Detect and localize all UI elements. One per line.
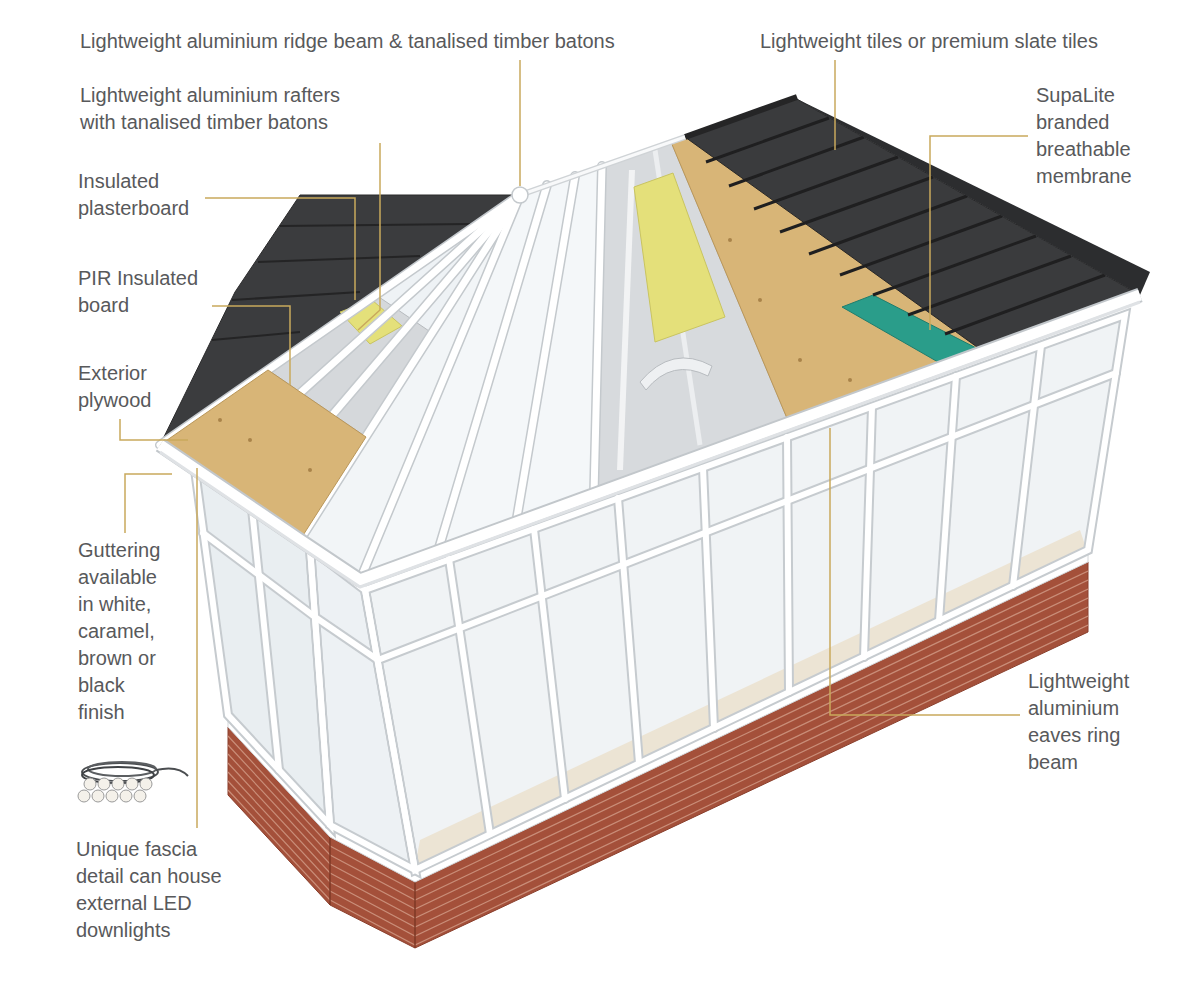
led-light [78,790,90,802]
leader-line [930,136,1028,330]
mullion [618,498,639,763]
plywood-grain [798,358,802,362]
callout-label: PIR Insulated board [78,265,228,319]
mullion [1013,346,1041,586]
mullion [449,559,490,834]
led-light [140,778,152,790]
led-downlight-icon [78,762,188,802]
leader-line [125,474,172,533]
led-light [92,790,104,802]
leader-line [212,306,290,385]
plywood-grain [308,468,312,472]
rafter-shadow [516,176,575,523]
gutter [160,302,1140,587]
mullion [449,559,490,834]
plywood-grain [248,438,252,442]
callout-label: Guttering available in white, caramel, b… [78,537,173,726]
mullion [787,437,789,692]
mullion [864,407,872,657]
leader-line [120,419,188,440]
ridge-cap [685,97,797,137]
callout-label: SupaLite branded breathable membrane [1036,82,1161,190]
mullion [703,468,714,728]
eaves-beam [160,295,1140,580]
callout-label: Unique fascia detail can house external … [76,836,236,944]
tile-course [873,236,1036,295]
tile-course [809,196,967,254]
mullion [864,407,872,657]
led-light [84,778,96,790]
rafter [516,176,575,523]
leader-line [205,198,355,300]
mullion [1013,346,1041,586]
leader-line [830,428,1020,715]
leader-line [358,143,380,330]
mullion [534,529,565,799]
mullion [252,509,279,770]
cable [156,768,188,776]
tile-course [754,157,898,209]
callout-label: Lightweight tiles or premium slate tiles [760,28,1180,55]
led-light [98,778,110,790]
leader-lines [120,60,1028,828]
mullion [703,468,714,728]
tile-course [232,292,360,300]
plywood-grain [728,238,732,242]
tile-course [258,256,420,262]
tile-course [908,256,1071,315]
mullion [787,437,789,692]
led-light [112,778,124,790]
rafter [360,195,520,580]
led-light [106,790,118,802]
brick-corner [414,882,416,948]
tile-course [840,216,1002,275]
callout-label: Lightweight aluminium ridge beam & tanal… [80,28,740,55]
eaves-beam-shadow [160,295,1140,580]
frame-outline [310,548,415,870]
plywood-grain [218,418,222,422]
tile-course [212,332,300,340]
ridge-beam [520,137,685,195]
rafter [594,166,602,494]
callout-label: Insulated plasterboard [78,168,243,222]
tile-course [780,177,933,232]
foil-sheen [620,170,632,470]
interior-floor [415,530,1086,866]
rafter-shadow [594,166,602,494]
ridge-beam [520,137,685,195]
ridge-hub [512,187,528,203]
led-light [134,790,146,802]
tile-course [729,137,864,186]
callout-label: Exterior plywood [78,360,178,414]
mullion [534,529,565,799]
plywood-grain [758,298,762,302]
led-light [126,778,138,790]
tile-course [280,224,470,226]
plywood-grain [848,378,852,382]
callout-label: Lightweight aluminium eaves ring beam [1028,668,1158,776]
mullion [939,376,956,621]
transom [315,617,378,660]
front-rafters [160,195,520,580]
leader-line [196,468,198,828]
led-light [120,790,132,802]
foil-flap [640,358,712,390]
mullion [618,498,639,763]
mullion [252,509,279,770]
callout-label: Lightweight aluminium rafters with tanal… [80,82,360,136]
mullion [939,376,956,621]
leader-line [834,60,836,150]
brick-corner [329,837,331,905]
leader-line [519,60,521,186]
